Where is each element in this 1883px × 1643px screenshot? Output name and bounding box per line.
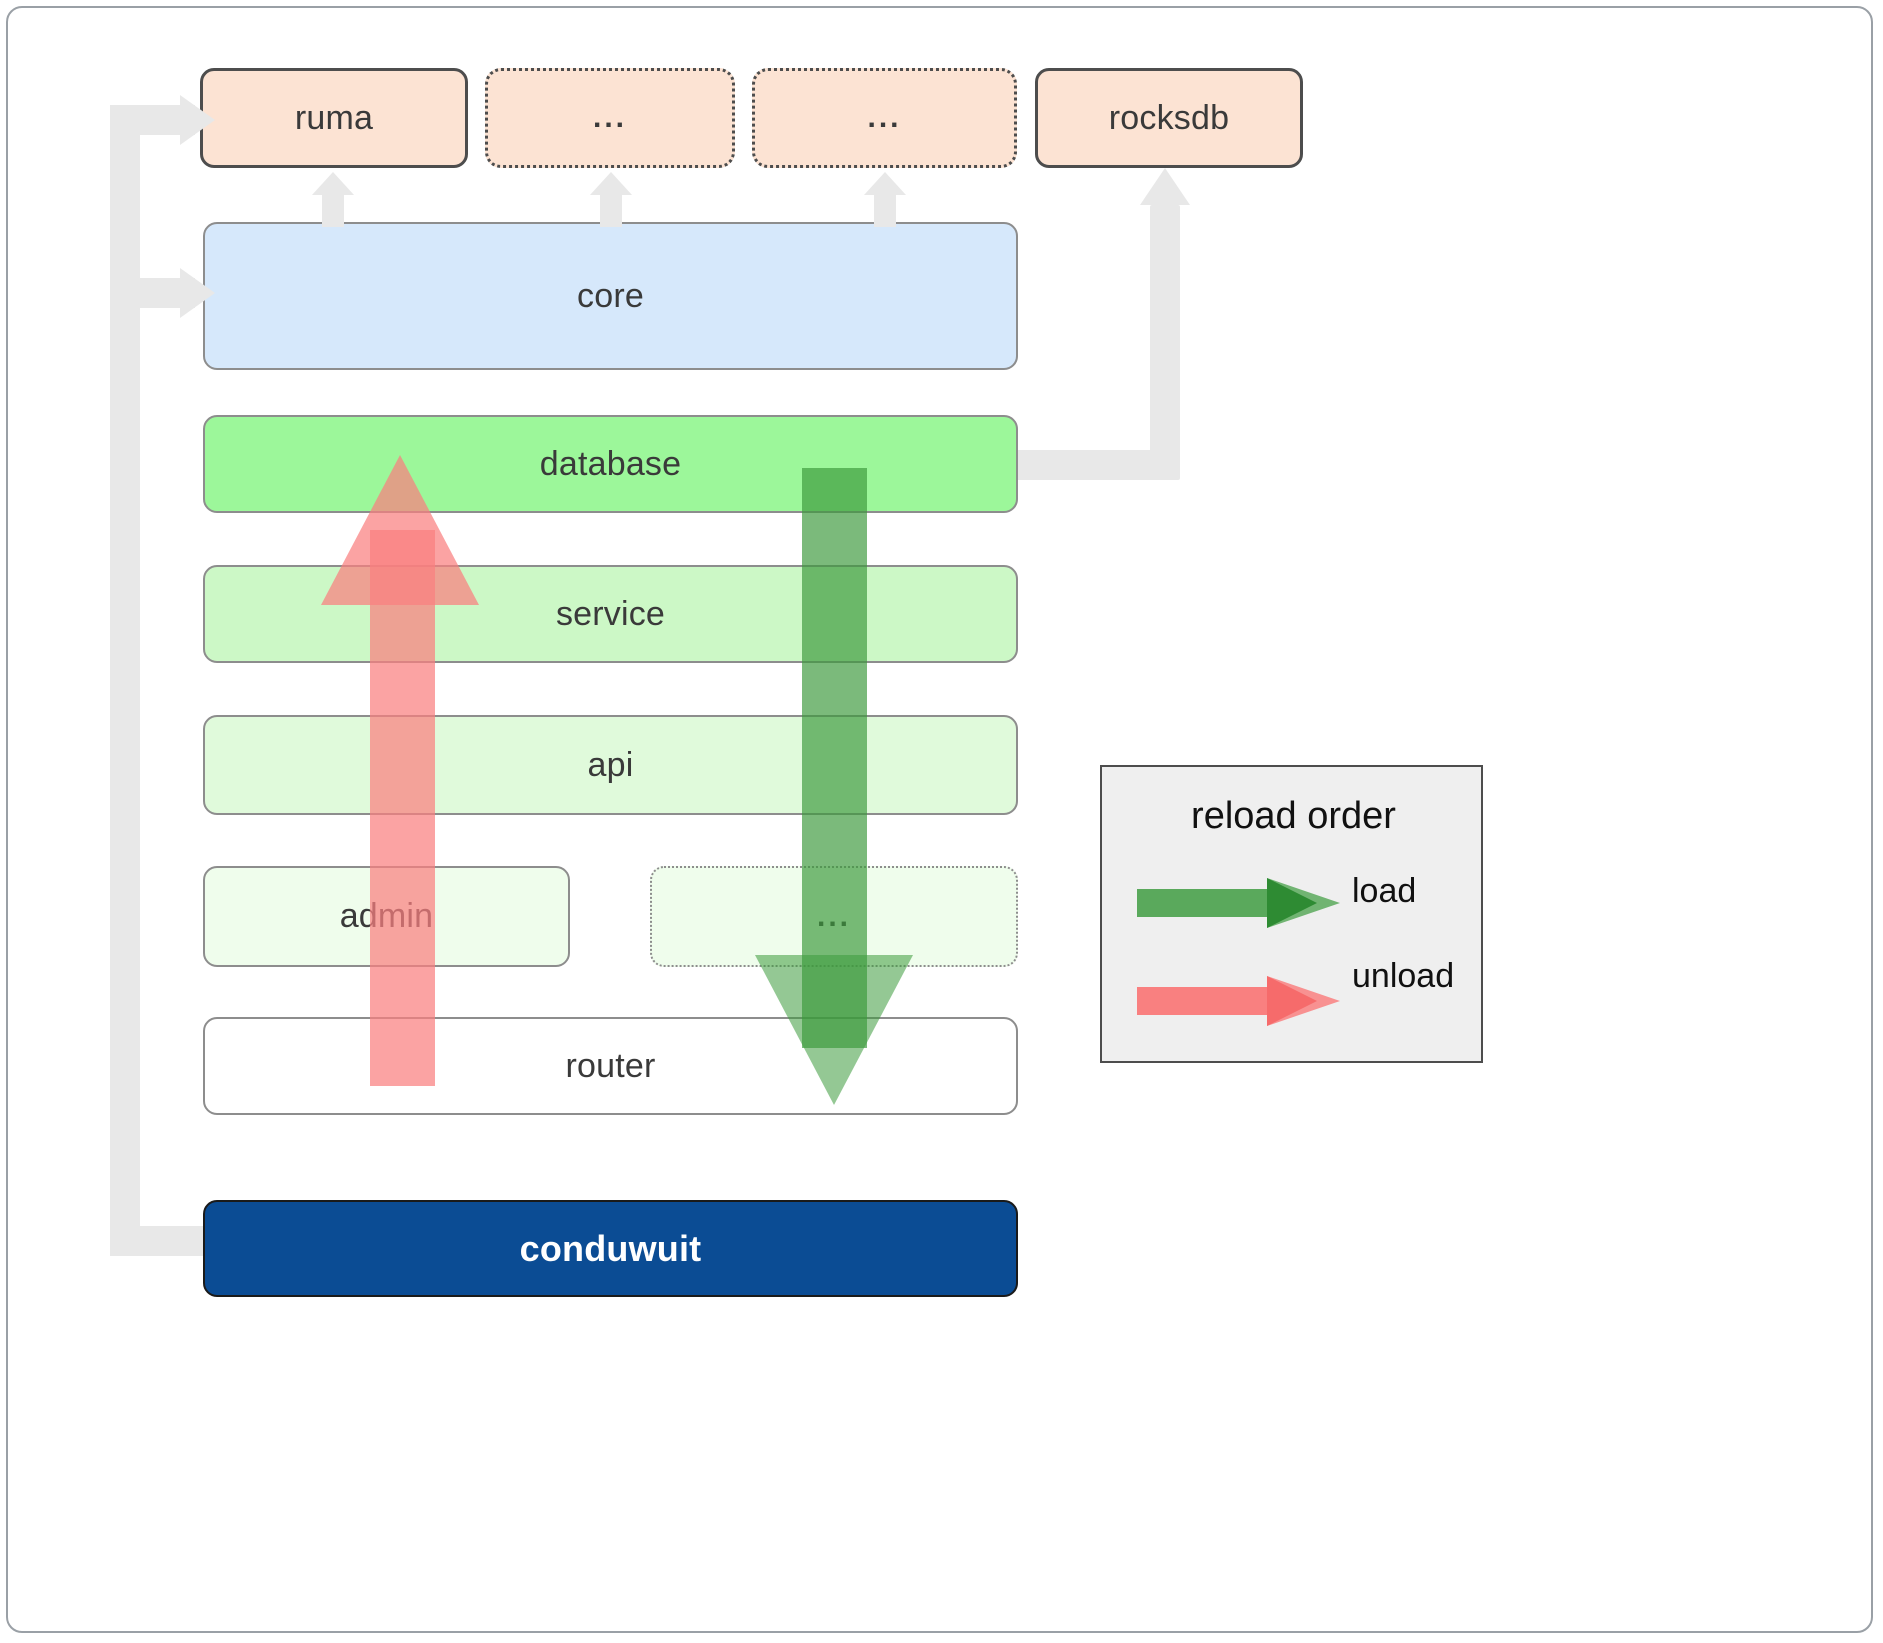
layer-label-api: api (587, 745, 634, 784)
legend-load-arrow (1137, 878, 1340, 928)
layer-box-api[interactable]: api (203, 715, 1018, 815)
legend-label-load: load (1352, 872, 1417, 910)
layer-box-admin[interactable]: admin (203, 866, 570, 967)
layer-box-more[interactable]: ... (650, 866, 1018, 967)
layer-label-core: core (577, 276, 644, 315)
layer-label-more: ... (816, 899, 851, 933)
dependency-label-rocksdb: rocksdb (1108, 98, 1230, 137)
legend-arrow-graphics (1137, 878, 1340, 1026)
legend-title: reload order (1191, 795, 1396, 837)
layer-box-database[interactable]: database (203, 415, 1018, 513)
dependency-label-ruma: ruma (294, 98, 374, 137)
layer-label-admin: admin (339, 897, 434, 935)
dependency-box-rocksdb[interactable]: rocksdb (1035, 68, 1303, 168)
binary-box-conduwuit[interactable]: conduwuit (203, 1200, 1018, 1297)
dependency-label-more-2: ... (867, 101, 902, 134)
binary-label-conduwuit: conduwuit (519, 1227, 702, 1269)
layer-label-database: database (539, 444, 682, 483)
layer-label-service: service (555, 594, 666, 633)
dependency-box-more-1[interactable]: ... (485, 68, 735, 168)
legend-box: reload order load unload (1100, 765, 1483, 1063)
layer-box-core[interactable]: core (203, 222, 1018, 370)
dependency-box-ruma[interactable]: ruma (200, 68, 468, 168)
dependency-box-more-2[interactable]: ... (752, 68, 1017, 168)
dependency-label-more-1: ... (592, 101, 627, 134)
layer-label-router: router (565, 1046, 656, 1085)
layer-box-service[interactable]: service (203, 565, 1018, 663)
legend-label-unload: unload (1352, 957, 1455, 995)
legend-unload-arrow (1137, 976, 1340, 1026)
layer-box-router[interactable]: router (203, 1017, 1018, 1115)
